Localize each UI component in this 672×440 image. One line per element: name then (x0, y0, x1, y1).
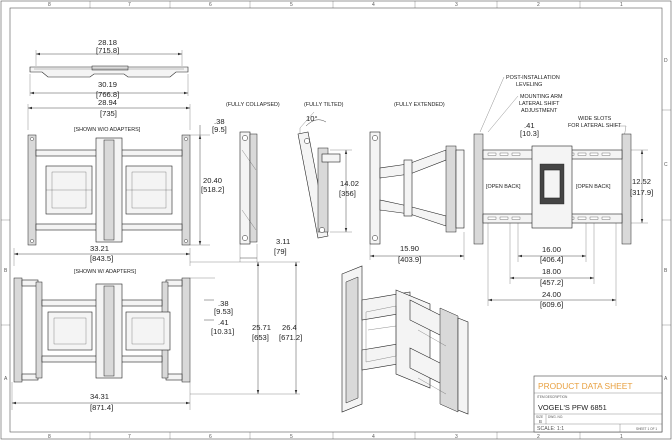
zone-top-3: 3 (455, 2, 458, 8)
label-open-back-right: [OPEN BACK] (576, 184, 611, 190)
dim-0-38-b: .38 (218, 299, 229, 308)
dim-653: [653] (252, 333, 269, 342)
title-block-heading: PRODUCT DATA SHEET (538, 381, 632, 391)
callout-slots-2: FOR LATERAL SHIFT (568, 123, 622, 129)
dim-9-5: [9.5] (212, 125, 227, 134)
zone-left-a: A (4, 376, 8, 382)
dim-406-4: [406.4] (540, 255, 563, 264)
label-open-back-left: [OPEN BACK] (486, 184, 521, 190)
dim-14-02: 14.02 (340, 179, 359, 188)
drawing-number-label: DWG. NO. (548, 415, 563, 419)
top-view: 28.18 [715.8] 30.19 [766.8] (29, 38, 189, 99)
dim-843-5: [843.5] (90, 254, 113, 263)
dim-0-41-b: .41 (218, 318, 229, 327)
label-fully-extended: (FULLY EXTENDED) (394, 102, 445, 108)
label-fully-tilted: (FULLY TILTED) (304, 102, 344, 108)
front-view-with-adapters: 33.21 [843.5] [SHOWN W/ ADAPTERS] .38 [9… (11, 244, 302, 412)
dim-28-18: 28.18 (98, 38, 117, 47)
rear-view: POST-INSTALLATION LEVELING MOUNTING ARM … (473, 75, 653, 309)
dim-30-19: 30.19 (98, 80, 117, 89)
label-shown-with-adapters: [SHOWN W/ ADAPTERS] (74, 269, 136, 275)
dim-609-6: [609.6] (540, 300, 563, 309)
dim-871-4: [871.4] (90, 403, 113, 412)
zone-right-d: D (664, 58, 668, 64)
dim-671-2: [671.2] (279, 333, 302, 342)
dim-tilt: 10° (306, 114, 317, 123)
item-name: VOGEL'S PFW 6851 (538, 403, 607, 412)
dim-16-00-in: 16.00 (542, 245, 561, 254)
zone-top-6: 6 (209, 2, 212, 8)
zone-right-c: C (664, 162, 668, 168)
dim-25-71: 25.71 (252, 323, 271, 332)
zone-labels: 8 7 6 5 4 3 2 1 8 7 6 5 4 3 2 1 B A D C … (4, 2, 668, 440)
label-shown-without-adapters: [SHOWN W/O ADAPTERS] (74, 127, 141, 133)
dim-3-11: 3.11 (276, 237, 290, 246)
zone-top-8: 8 (48, 2, 51, 8)
zone-right-a: A (664, 376, 668, 382)
dim-26-4: 26.4 (282, 323, 297, 332)
size-label: SIZE (536, 415, 543, 419)
zone-bottom-8: 8 (48, 434, 51, 440)
dim-457-2: [457.2] (540, 278, 563, 287)
sheet-label: SHEET 1 OF 1 (636, 427, 657, 431)
front-view-no-adapters: 28.94 [735] [SHOWN W/O ADAPTERS] .38 [9.… (27, 98, 227, 246)
zone-bottom-4: 4 (372, 434, 375, 440)
label-fully-collapsed: (FULLY COLLAPSED) (226, 102, 280, 108)
zone-right-b: B (664, 268, 668, 274)
dim-33-21: 33.21 (90, 244, 109, 253)
callout-arm-3: ADJUSTMENT (521, 108, 558, 114)
size-value: B (539, 419, 542, 424)
dim-317-9: [317.9] (630, 188, 653, 197)
zone-bottom-3: 3 (455, 434, 458, 440)
dim-24-00: 24.00 (542, 290, 561, 299)
zone-top-4: 4 (372, 2, 375, 8)
dim-9-53: [9.53] (214, 307, 233, 316)
zone-left-b: B (4, 268, 8, 274)
zone-bottom-1: 1 (620, 434, 623, 440)
callout-arm-2: LATERAL SHIFT (519, 101, 560, 107)
dim-28-94: 28.94 (98, 98, 117, 107)
callout-leveling-1: POST-INSTALLATION (506, 75, 560, 81)
dim-18-00: 18.00 (542, 267, 561, 276)
dim-34-31: 34.31 (90, 392, 109, 401)
title-block: PRODUCT DATA SHEET ITEM DESCRIPTION VOGE… (533, 375, 663, 433)
dim-0-41-rear: .41 (524, 121, 535, 130)
dim-10-3: [10.3] (520, 129, 539, 138)
dim-403-9: [403.9] (398, 255, 421, 264)
zone-top-1: 1 (620, 2, 623, 8)
side-view-extended: (FULLY EXTENDED) 15.90 [403.9] (369, 102, 465, 264)
isometric-view (341, 265, 469, 415)
zone-top-7: 7 (128, 2, 131, 8)
scale-label: SCALE: 1:1 (537, 426, 564, 432)
zone-top-5: 5 (290, 2, 293, 8)
dim-10-31: [10.31] (211, 327, 234, 336)
side-view-collapsed: (FULLY COLLAPSED) 3.11 [79] (226, 102, 290, 262)
callout-arm-1: MOUNTING ARM (520, 94, 563, 100)
dim-356: [356] (339, 189, 356, 198)
zone-bottom-2: 2 (537, 434, 540, 440)
dim-735: [735] (100, 109, 117, 118)
zone-bottom-7: 7 (128, 434, 131, 440)
callout-leveling-2: LEVELING (516, 82, 542, 88)
dim-20-40: 20.40 (203, 176, 222, 185)
dim-12-52: 12.52 (632, 177, 651, 186)
zone-top-2: 2 (537, 2, 540, 8)
dim-766-8: [766.8] (96, 90, 119, 99)
zone-bottom-5: 5 (290, 434, 293, 440)
item-description-label: ITEM DESCRIPTION (537, 395, 568, 399)
dim-715-8: [715.8] (96, 46, 119, 55)
dim-0-38-a: .38 (214, 117, 225, 126)
zone-bottom-6: 6 (209, 434, 212, 440)
dim-518-2: [518.2] (201, 185, 224, 194)
dim-15-90: 15.90 (400, 244, 419, 253)
callout-slots-1: WIDE SLOTS (578, 116, 612, 122)
side-view-tilted: (FULLY TILTED) 10° 14.02 [356] (297, 102, 359, 239)
dim-79: [79] (274, 247, 287, 256)
